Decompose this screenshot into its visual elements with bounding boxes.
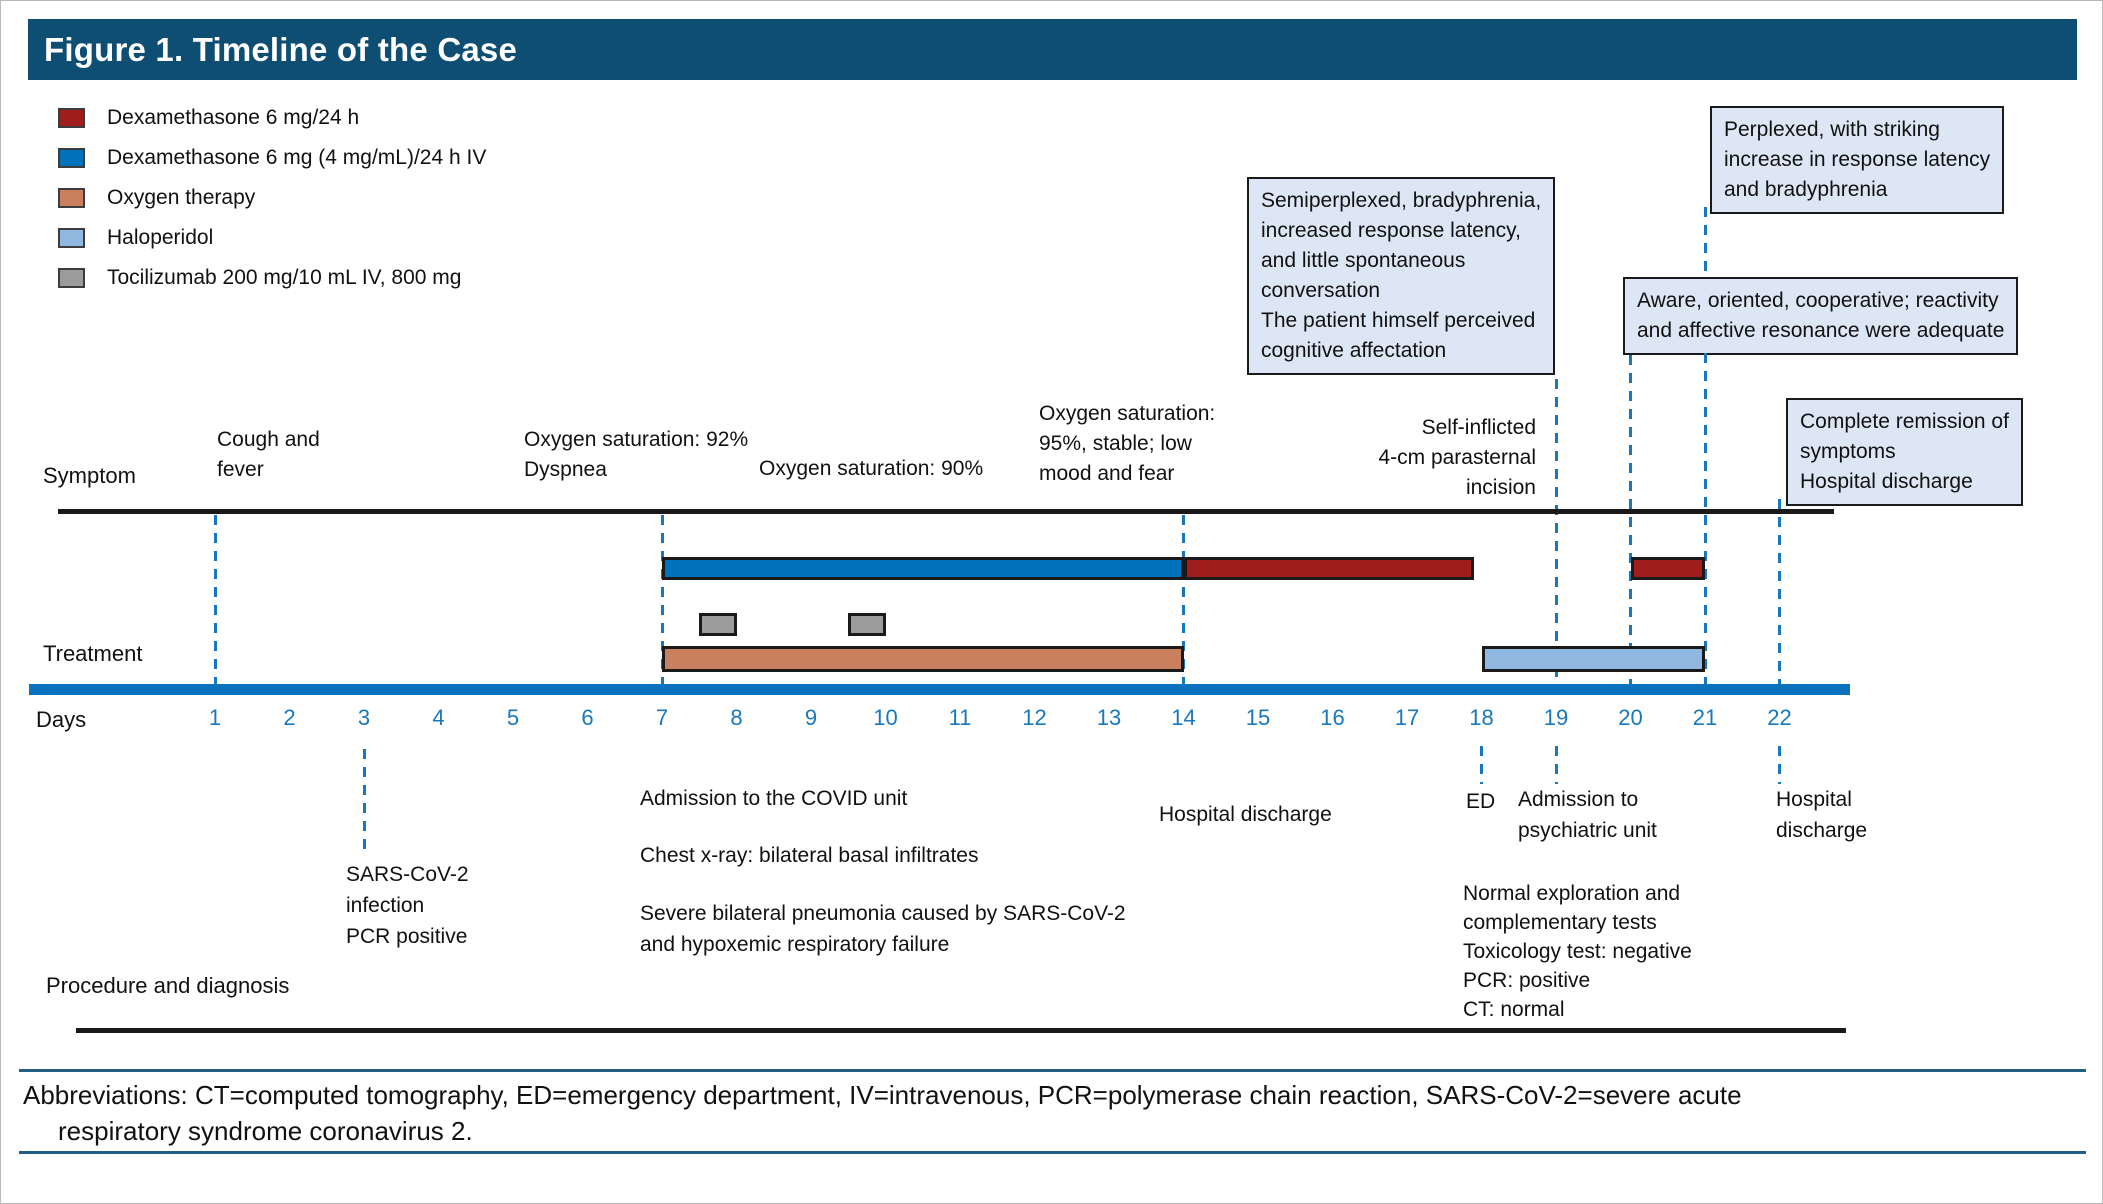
legend-label: Tocilizumab 200 mg/10 mL IV, 800 mg: [107, 266, 462, 289]
day-label-11: 11: [948, 705, 972, 730]
day-label-7: 7: [655, 705, 669, 730]
day-1-marker-line: [213, 515, 217, 689]
day-label-19: 19: [1543, 705, 1569, 730]
annotation-hospital-discharge-1: Hospital discharge: [1159, 803, 1332, 826]
day-label-4: 4: [432, 705, 445, 730]
day-19-marker-line: [1554, 746, 1558, 784]
dexamethasone-iv-swatch-icon: [58, 148, 85, 168]
annotation-sars-pcr: SARS-CoV-2 infection PCR positive: [346, 863, 469, 948]
footer-rule-top: [19, 1069, 2086, 1072]
day-label-18: 18: [1469, 705, 1494, 730]
legend-label: Haloperidol: [107, 226, 214, 249]
footer-rule-bottom: [19, 1151, 2086, 1154]
day-label-17: 17: [1394, 705, 1420, 730]
day-label-13: 13: [1096, 705, 1122, 730]
annotation-oxygen-90: Oxygen saturation: 90%: [759, 457, 984, 480]
callout-perplexed: Perplexed, with striking increase in res…: [1710, 106, 2005, 214]
legend-label: Dexamethasone 6 mg/24 h: [107, 106, 360, 129]
day-22-marker-line: [1778, 746, 1781, 784]
day-label-16: 16: [1320, 705, 1345, 730]
day-label-6: 6: [581, 705, 594, 730]
annotation-psychiatric-admission: Admission to psychiatric unit: [1518, 788, 1657, 842]
legend-item-dexamethasone-oral: Dexamethasone 6 mg/24 h: [58, 106, 360, 129]
day-21-marker-line: [1703, 207, 1707, 273]
day-label-2: 2: [283, 705, 296, 730]
day-label-15: 15: [1245, 705, 1271, 730]
dexamethasone-bar-days-20-21: [1630, 557, 1705, 580]
annotation-oxygen-95: Oxygen saturation: 95%, stable; low mood…: [1039, 402, 1216, 485]
day-label-12: 12: [1022, 705, 1047, 730]
dexamethasone-bar-days-14-18: [1183, 557, 1475, 580]
day-20-marker-line: [1629, 355, 1632, 689]
procedure-line: [76, 1028, 1846, 1033]
haloperidol-bar: [1481, 646, 1705, 672]
tocilizumab-swatch-icon: [58, 268, 85, 288]
symptom-line: [58, 509, 1834, 514]
day-3-marker-line: [362, 749, 366, 851]
legend-label: Dexamethasone 6 mg (4 mg/mL)/24 h IV: [107, 146, 487, 169]
day-label-5: 5: [506, 705, 520, 730]
days-axis-label: Days: [36, 707, 87, 732]
days-axis-line: [29, 684, 1850, 695]
legend-item-haloperidol: Haloperidol: [58, 226, 214, 249]
treatment-row-label: Treatment: [43, 641, 143, 666]
annotation-cough-fever: Cough and fever: [217, 428, 320, 481]
procedure-row-label: Procedure and diagnosis: [46, 973, 290, 998]
annotation-self-inflicted: Self-inflicted 4-cm parasternal incision: [1378, 416, 1536, 499]
day-18-marker-line: [1480, 746, 1483, 784]
callout-semiperplexed: Semiperplexed, bradyphrenia, increased r…: [1247, 177, 1556, 375]
day-14-marker-line: [1182, 515, 1185, 689]
day-21-marker-line: [1703, 353, 1707, 689]
day-label-20: 20: [1618, 705, 1643, 730]
tocilizumab-dose-2: [848, 613, 886, 636]
figure-title-bar: Figure 1. Timeline of the Case: [28, 19, 2077, 80]
symptom-row-label: Symptom: [43, 463, 136, 488]
day-label-22: 22: [1767, 705, 1792, 730]
legend-label: Oxygen therapy: [107, 186, 256, 209]
oxygen-therapy-swatch-icon: [58, 188, 85, 208]
callout-remission: Complete remission of symptoms Hospital …: [1786, 398, 2023, 506]
dexamethasone-oral-swatch-icon: [58, 108, 85, 128]
annotation-chest-xray: Chest x-ray: bilateral basal infiltrates: [640, 844, 979, 867]
haloperidol-swatch-icon: [58, 228, 85, 248]
day-label-10: 10: [873, 705, 898, 730]
legend-item-dexamethasone-iv: Dexamethasone 6 mg (4 mg/mL)/24 h IV: [58, 146, 487, 169]
annotation-ed: ED: [1466, 790, 1496, 813]
annotation-pneumonia: Severe bilateral pneumonia caused by SAR…: [640, 902, 1126, 956]
abbreviations-text: Abbreviations: CT=computed tomography, E…: [23, 1080, 1742, 1146]
tocilizumab-dose-1: [699, 613, 737, 636]
annotation-covid-admission: Admission to the COVID unit: [640, 787, 908, 810]
day-7-marker-line: [660, 515, 664, 689]
day-label-9: 9: [804, 705, 818, 730]
day-22-marker-line: [1778, 499, 1781, 689]
day-label-3: 3: [357, 705, 371, 730]
callout-aware: Aware, oriented, cooperative; reactivity…: [1623, 277, 2019, 355]
day-label-14: 14: [1171, 705, 1196, 730]
dexamethasone-iv-bar: [662, 557, 1184, 580]
day-label-8: 8: [730, 705, 743, 730]
day-label-21: 21: [1692, 705, 1718, 730]
annotation-tests: Normal exploration and complementary tes…: [1463, 882, 1692, 1021]
oxygen-therapy-bar: [662, 646, 1184, 672]
day-19-marker-line: [1554, 379, 1558, 689]
annotation-oxygen-92: Oxygen saturation: 92% Dyspnea: [524, 428, 749, 481]
day-label-1: 1: [208, 705, 222, 730]
legend-item-tocilizumab: Tocilizumab 200 mg/10 mL IV, 800 mg: [58, 266, 462, 289]
legend-item-oxygen-therapy: Oxygen therapy: [58, 186, 256, 209]
annotation-hospital-discharge-2: Hospital discharge: [1776, 788, 1868, 842]
figure-title: Figure 1. Timeline of the Case: [44, 30, 518, 68]
